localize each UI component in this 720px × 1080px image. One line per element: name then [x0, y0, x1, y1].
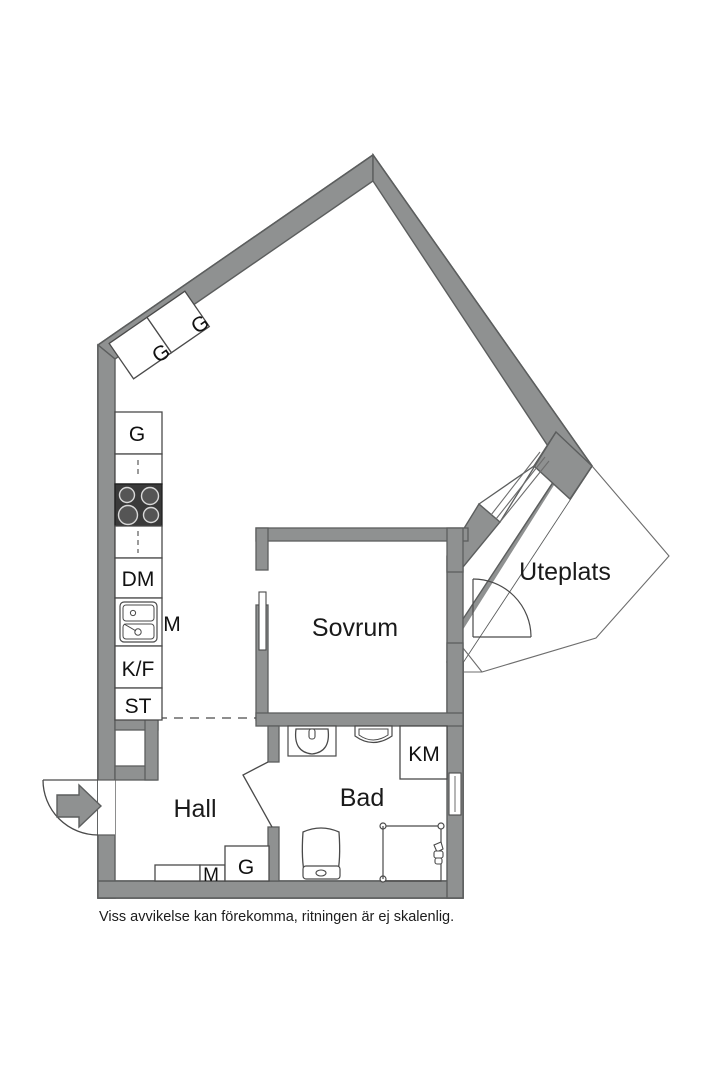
sliding-door-icon — [477, 431, 557, 523]
toilet-bowl — [301, 827, 341, 877]
wall-sovrum-south — [255, 712, 464, 727]
kitchen-diagonal-cabinets — [108, 290, 211, 380]
entrance-arrow-icon — [56, 783, 103, 829]
washbasin-bowl — [294, 728, 330, 755]
room-labels: Sovrum Bad Hall Uteplats — [173, 558, 610, 823]
wall-south — [97, 880, 464, 899]
stove-icon — [114, 483, 163, 527]
mixer-spout — [434, 857, 443, 865]
washbasin-faucet — [308, 728, 316, 740]
wall-se-clear — [447, 455, 592, 662]
entrance-door-arc — [42, 779, 99, 836]
kitchen-sink-icon — [119, 601, 158, 643]
label-appliance-km: KM — [408, 743, 440, 766]
mixer-body — [433, 850, 444, 859]
stove-burner-tr — [140, 486, 160, 506]
hall-wardrobe-g-unit — [224, 845, 270, 882]
washing-machine-unit — [399, 725, 448, 780]
storage-unit — [114, 687, 163, 721]
fridge-freezer-unit — [114, 645, 163, 689]
wall-sovrum-north — [255, 527, 469, 542]
diagonal-cabinet-2 — [146, 290, 211, 354]
sink-drain-upper — [129, 609, 137, 617]
washbasin-icon — [287, 725, 337, 757]
interior-walls — [114, 527, 469, 882]
sink-faucet — [123, 623, 137, 632]
hall-units — [154, 845, 270, 882]
bad-folding-door-icon — [242, 761, 273, 828]
label-cabinet-kf: K/F — [122, 658, 155, 681]
sink-basin-upper — [122, 604, 155, 622]
mixer-head — [433, 841, 444, 853]
label-cabinet-dm: DM — [122, 568, 155, 591]
shower-hinge-right — [437, 822, 445, 830]
small-basin-inner — [358, 728, 389, 741]
room-label-bad: Bad — [340, 784, 384, 812]
hall-bench — [154, 864, 201, 882]
label-sink-m: M — [163, 613, 181, 636]
sovrum-door-icon — [258, 591, 267, 651]
sliding-door-pane-2 — [495, 456, 546, 520]
toilet-flush-button — [315, 869, 327, 877]
bad-door-leaves — [242, 761, 273, 828]
patio-door-arc — [472, 578, 532, 638]
toilet-icon — [301, 827, 341, 880]
label-hall-cabinet-m: M — [203, 865, 219, 886]
room-label-uteplats: Uteplats — [519, 558, 611, 586]
bathroom-window-icon — [448, 772, 462, 816]
room-label-sovrum: Sovrum — [312, 614, 398, 642]
kitchen-diagonal-group — [108, 290, 211, 380]
stove-burner-br — [142, 506, 160, 524]
patio-boundary — [462, 465, 670, 673]
sink-drain-lower — [134, 628, 142, 636]
sovrum-door-leaf — [258, 591, 267, 651]
kitchen-cabinet-g — [114, 411, 163, 455]
patio-boundary-lower — [462, 662, 482, 673]
kitchen-units — [114, 411, 163, 721]
sliding-door-pane-3 — [499, 460, 550, 523]
plan-caption: Viss avvikelse kan förekomma, ritningen … — [99, 909, 454, 925]
bathroom-small-basin-icon — [354, 725, 393, 744]
entrance-door — [42, 779, 115, 836]
dishwasher-unit — [114, 557, 163, 599]
entrance-opening — [98, 780, 115, 835]
stove-burner-tl — [118, 486, 136, 504]
wall-sovrum-east-lower — [446, 642, 464, 721]
label-cabinet-kitchen-top: G — [129, 423, 145, 446]
wall-sovrum-east-upper — [446, 527, 464, 573]
stove-burner-bl — [117, 504, 139, 526]
wall-kitchen-east-stub — [144, 717, 159, 781]
entrance-arrow-shape — [56, 783, 103, 829]
label-cabinet-st: ST — [125, 695, 152, 718]
shower-mixer-icon — [433, 841, 444, 865]
label-hall-cabinet-g: G — [238, 856, 254, 879]
door-swing-icon — [472, 578, 532, 638]
wall-sovrum-west-upper — [255, 527, 269, 571]
bathroom-fixtures — [287, 725, 462, 883]
sliding-door-pane-1 — [490, 451, 541, 516]
door-swing-icon — [42, 779, 99, 836]
wall-bad-west-upper — [267, 725, 280, 763]
patio-outline — [462, 465, 670, 673]
room-label-hall: Hall — [173, 795, 216, 823]
